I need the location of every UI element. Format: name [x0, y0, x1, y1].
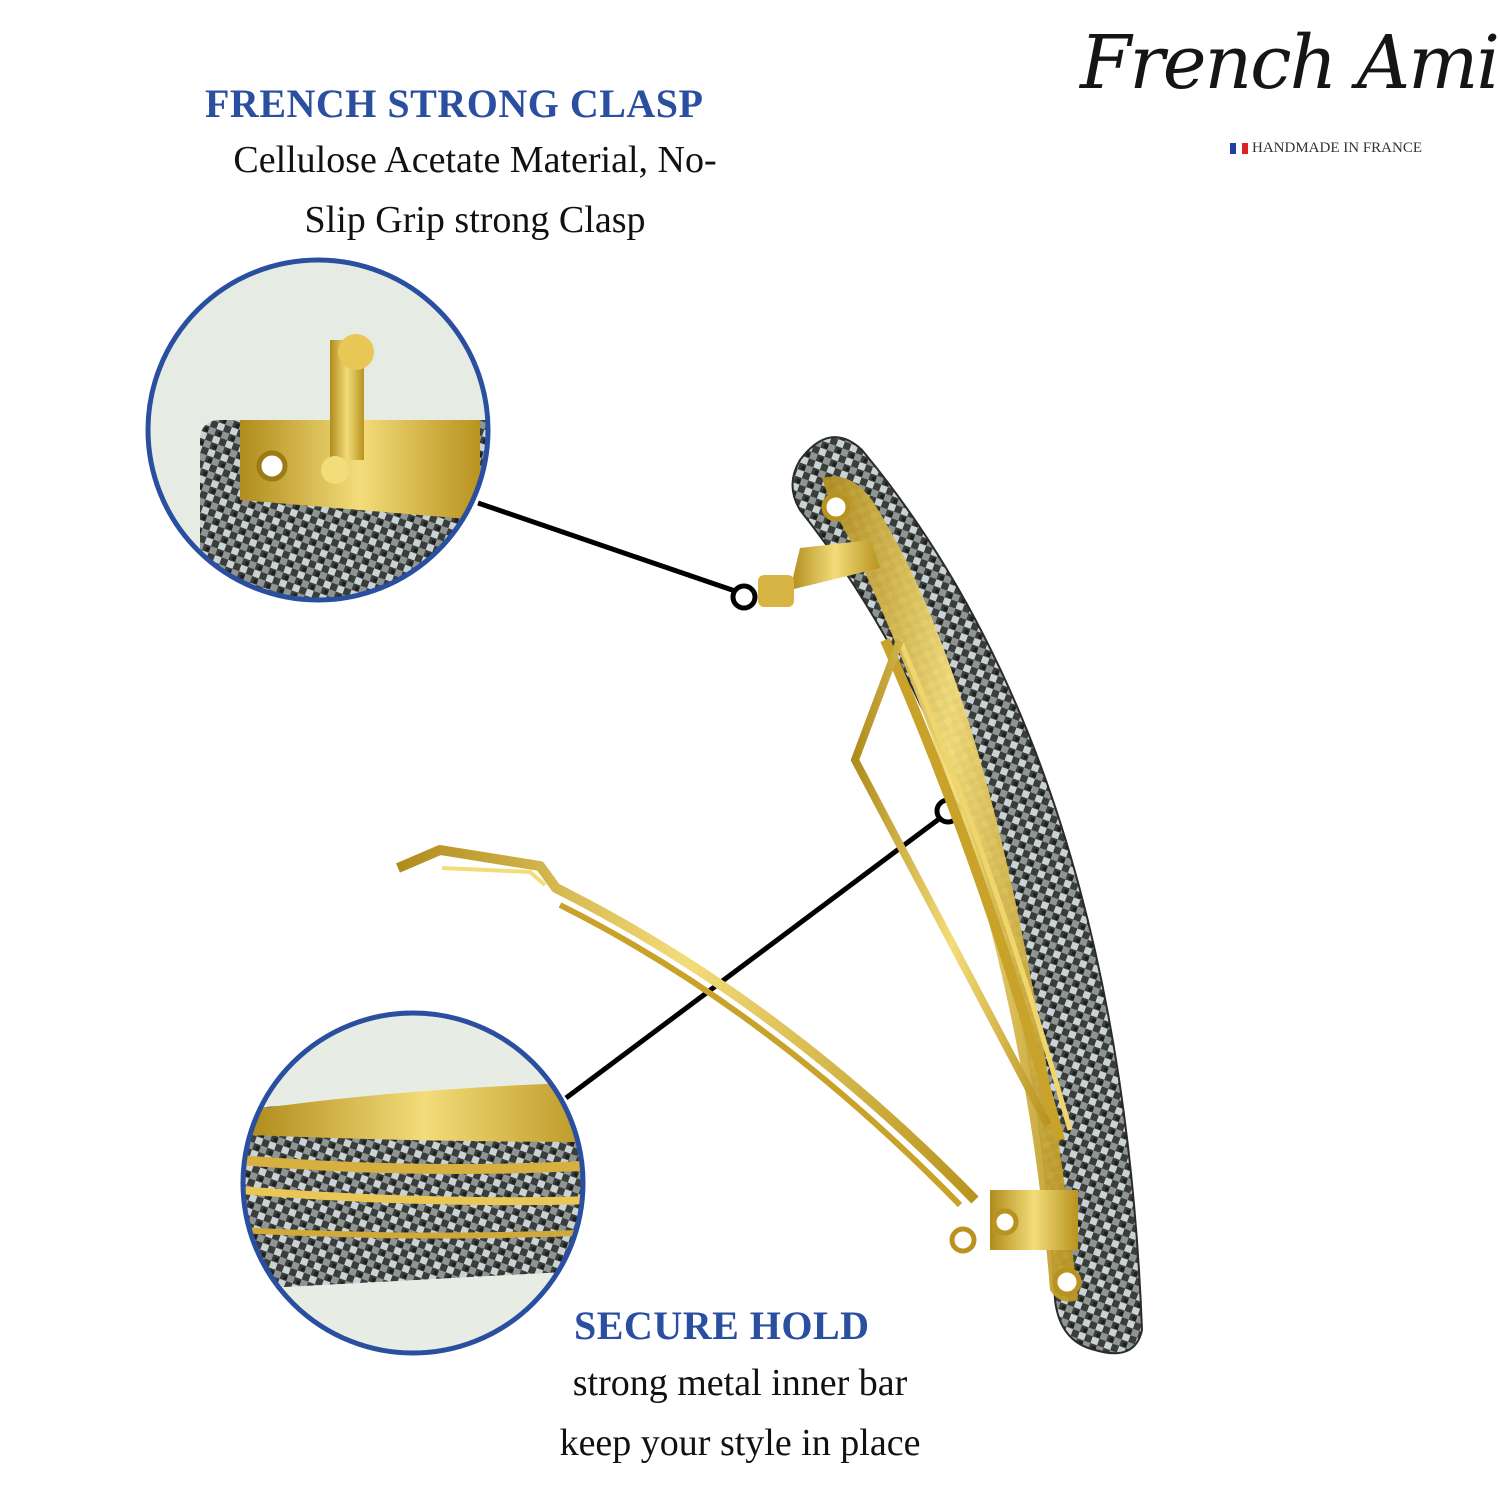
- clasp-connector-dot: [730, 583, 758, 611]
- barrette-body: [758, 436, 1144, 1355]
- french-flag-icon: [1230, 143, 1248, 155]
- clasp-zoom-circle: [145, 257, 491, 603]
- spring-arm: [396, 845, 979, 1208]
- brand-logo: French Amie HANDMADE IN FRANCE: [1080, 20, 1500, 160]
- inner-bar-zoom-circle: [240, 1010, 586, 1356]
- brand-tagline-text: HANDMADE IN FRANCE: [1252, 140, 1423, 156]
- secure-hold-heading: SECURE HOLD: [574, 1303, 870, 1348]
- callout-connectors: [477, 500, 962, 1101]
- hold-connector-line: [564, 813, 945, 1101]
- clasp-description-line-2: Slip Grip strong Clasp: [304, 199, 646, 241]
- secure-hold-line-2: keep your style in place: [559, 1422, 921, 1464]
- clasp-connector-line: [477, 500, 739, 595]
- clasp-heading: FRENCH STRONG CLASP: [205, 81, 704, 126]
- secure-hold-line-1: strong metal inner bar: [572, 1362, 908, 1404]
- brand-name: French Amie: [1080, 20, 1500, 106]
- brand-tagline: HANDMADE IN FRANCE: [1230, 140, 1422, 157]
- clasp-description-line-1: Cellulose Acetate Material, No-: [233, 139, 717, 181]
